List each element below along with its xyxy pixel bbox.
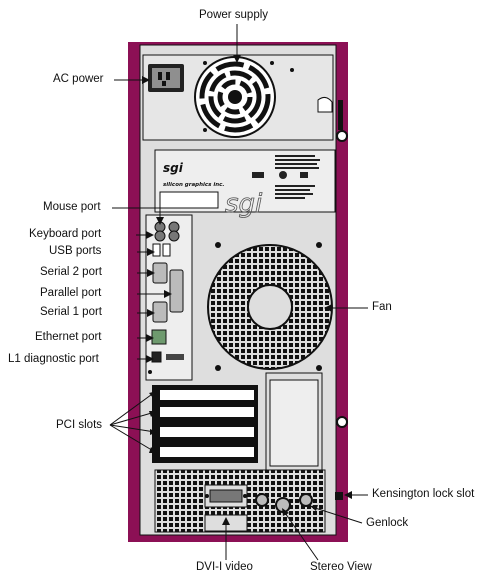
label-usb-ports: USB ports xyxy=(49,245,102,257)
label-pci-slots: PCI slots xyxy=(56,419,103,431)
label-ac-power: AC power xyxy=(53,73,104,85)
power-supply-unit xyxy=(142,54,334,141)
l1-diagnostic-port-connector[interactable] xyxy=(151,351,162,363)
sgi-company-text: silicon graphics inc. xyxy=(163,182,225,188)
sgi-logo: sgi xyxy=(163,161,184,175)
main-fan xyxy=(205,230,335,371)
label-ethernet-port: Ethernet port xyxy=(35,331,102,343)
keyboard-port-connector[interactable] xyxy=(154,230,166,242)
label-serial2-port: Serial 2 port xyxy=(40,266,103,278)
label-parallel-port: Parallel port xyxy=(40,287,102,299)
pci-slot-2[interactable] xyxy=(152,404,258,419)
label-keyboard-port: Keyboard port xyxy=(29,228,102,240)
label-mouse-port: Mouse port xyxy=(43,201,101,213)
sgi-watermark: sgi xyxy=(225,189,263,219)
serial2-port-connector[interactable] xyxy=(152,262,168,284)
sgi-label-plate: sgi silicon graphics inc. sgi xyxy=(154,149,336,219)
usb-port-1[interactable] xyxy=(152,243,161,257)
label-dvi-video: DVI-I video xyxy=(196,561,253,573)
usb-port-2[interactable] xyxy=(162,243,171,257)
pci-slot-3[interactable] xyxy=(152,424,258,439)
label-l1-diagnostic-port: L1 diagnostic port xyxy=(8,353,99,365)
pci-slots xyxy=(152,372,323,471)
pci-slot-4[interactable] xyxy=(152,444,258,459)
label-serial1-port: Serial 1 port xyxy=(40,306,103,318)
label-stereo-view: Stereo View xyxy=(310,561,372,573)
power-supply-fan-grill xyxy=(194,56,276,138)
ethernet-port-connector[interactable] xyxy=(151,329,167,345)
genlock-connector[interactable] xyxy=(299,493,313,507)
leader-arrowheads xyxy=(142,55,352,525)
io-ports-panel xyxy=(145,214,193,381)
label-genlock: Genlock xyxy=(366,517,409,529)
label-power-supply: Power supply xyxy=(199,9,269,21)
serial1-port-connector[interactable] xyxy=(152,301,168,323)
dvi-video-connector[interactable] xyxy=(209,489,243,503)
parallel-port-connector[interactable] xyxy=(169,269,184,313)
label-kensington-lock-slot: Kensington lock slot xyxy=(372,488,475,500)
pci-slot-1[interactable] xyxy=(152,387,258,402)
label-fan: Fan xyxy=(372,301,392,313)
graphics-card-area xyxy=(154,469,343,533)
